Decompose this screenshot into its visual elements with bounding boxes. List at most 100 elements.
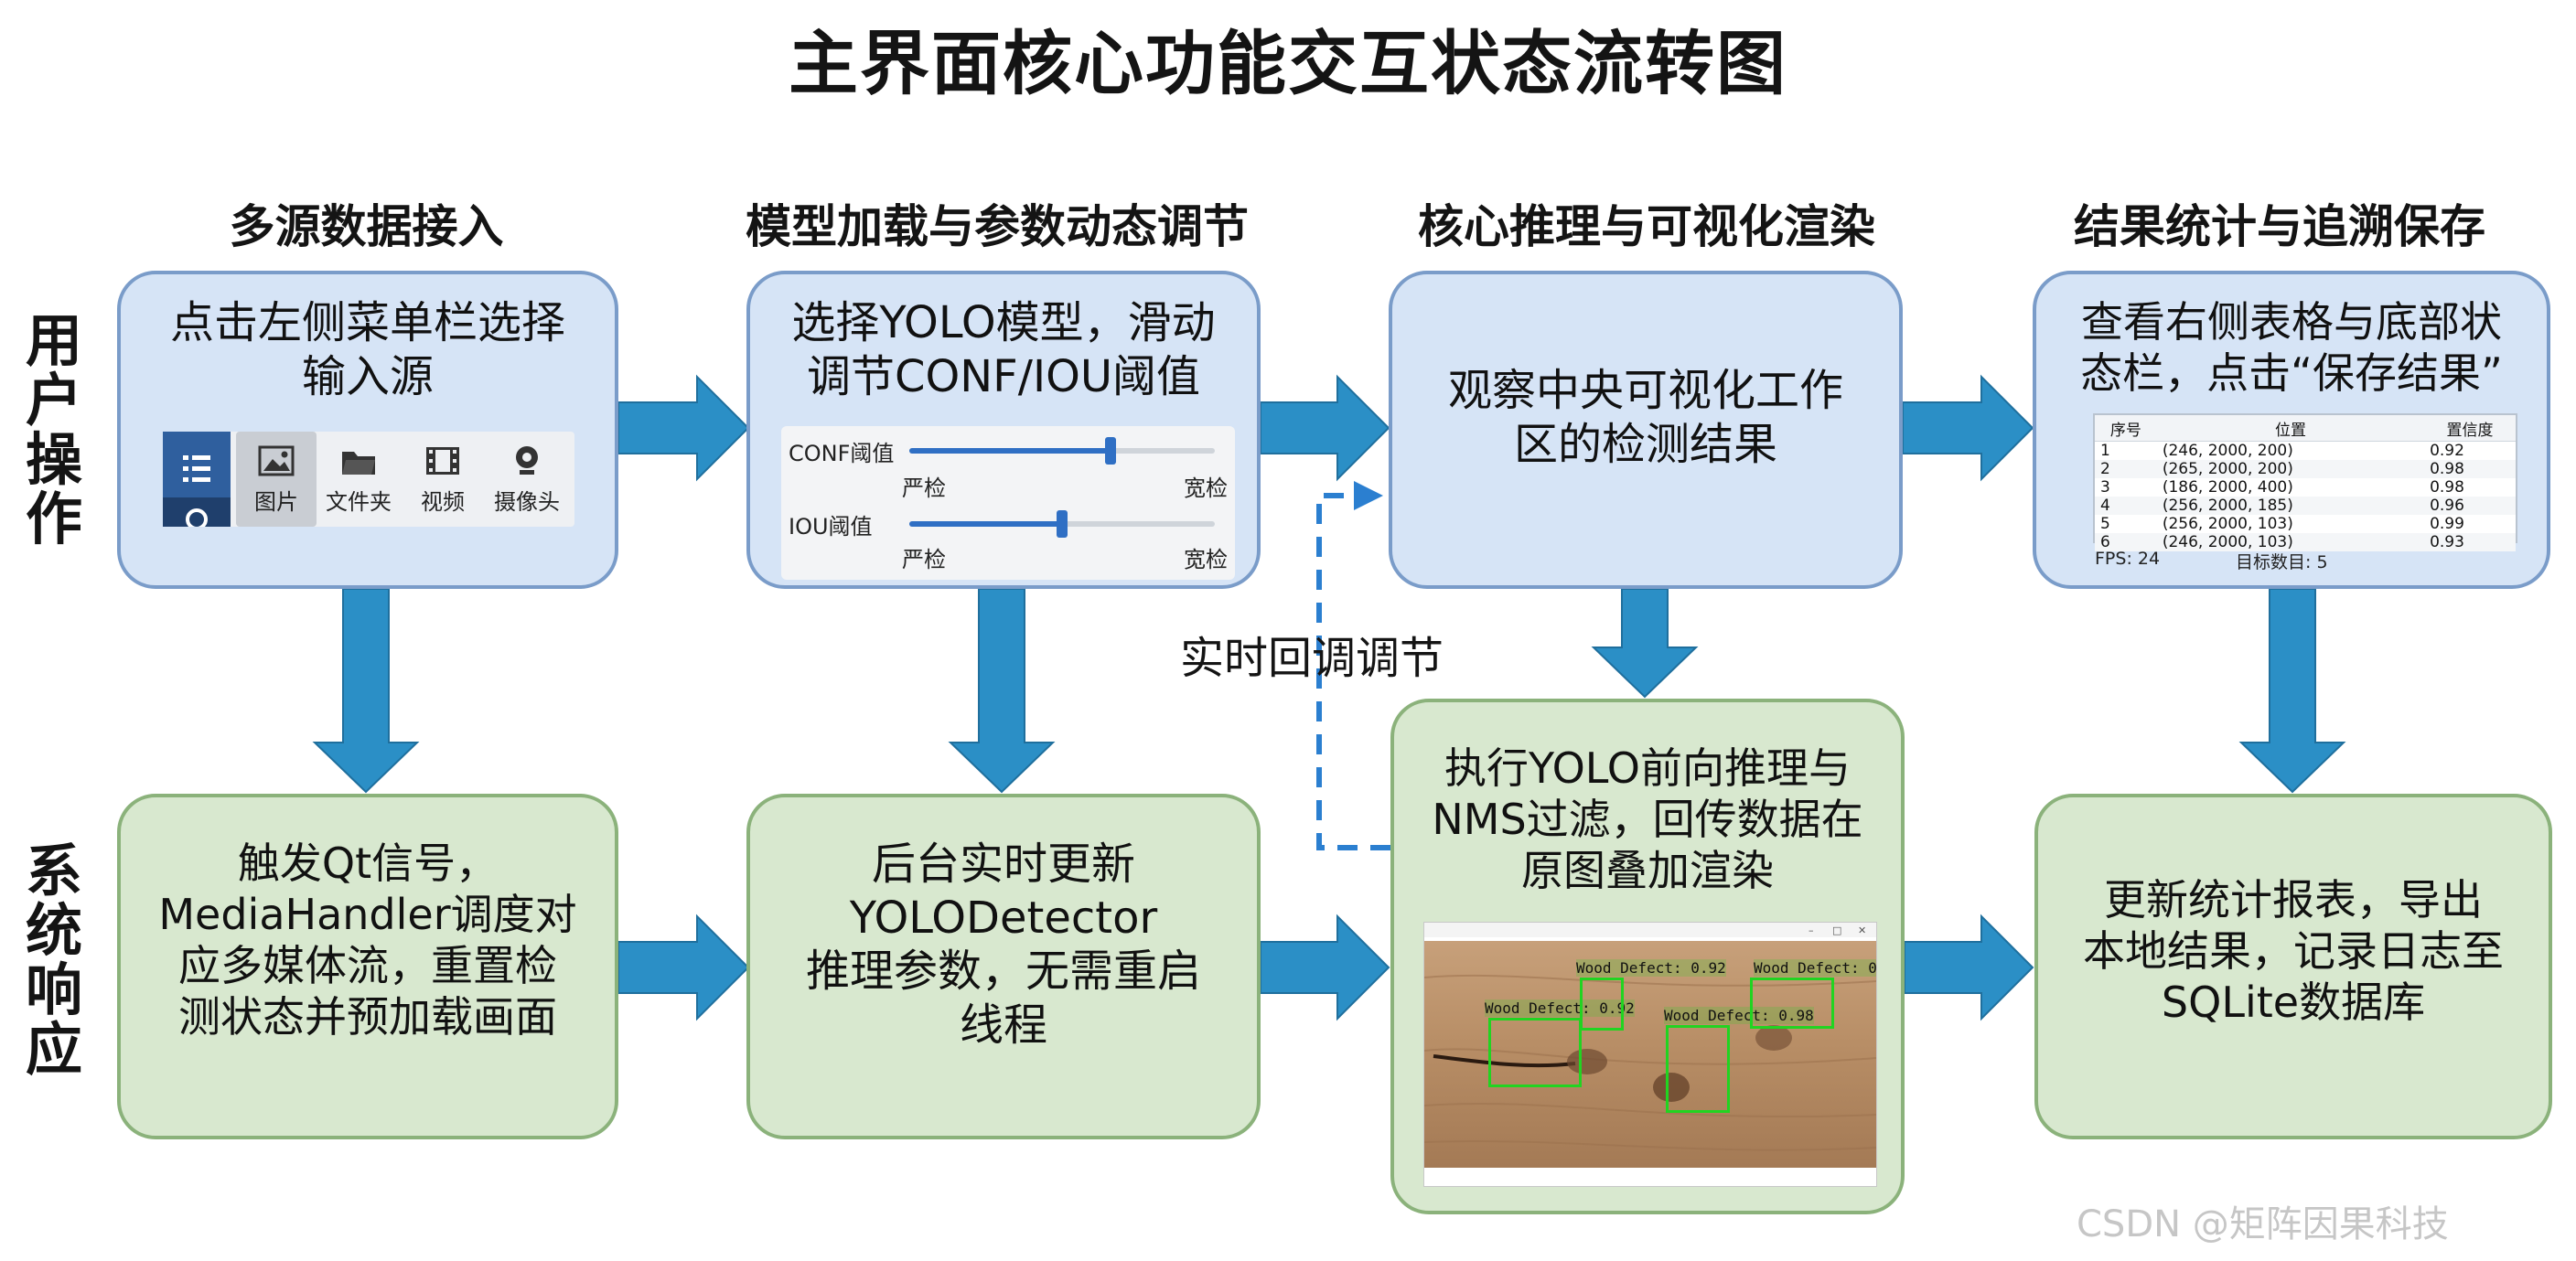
user-box-3: 观察中央可视化工作 区的检测结果 xyxy=(1389,271,1903,589)
table-row[interactable]: 4(256, 2000, 185)0.96 xyxy=(2095,497,2516,515)
defect-bbox-2 xyxy=(1580,978,1624,1031)
results-table: 序号 位置 置信度 1(246, 2000, 200)0.92 2(265, 2… xyxy=(2093,413,2517,551)
system-box-4-text: 更新统计报表，导出 本地结果，记录日志至 SQLite数据库 xyxy=(2038,874,2549,1028)
wood-grain-texture xyxy=(1424,974,1876,1151)
system-box-1: 触发Qt信号， MediaHandler调度对 应多媒体流，重置检 测状态并预加… xyxy=(117,794,618,1139)
table-header-index[interactable]: 序号 xyxy=(2095,415,2157,442)
table-row[interactable]: 2(265, 2000, 200)0.98 xyxy=(2095,460,2516,478)
system-box-3-line-3: 原图叠加渲染 xyxy=(1521,846,1774,896)
column-header-1: 多源数据接入 xyxy=(229,200,504,253)
defect-label-2: Wood Defect: 0.92 xyxy=(1576,959,1726,977)
row-label-system: 系统响应 xyxy=(13,841,95,1079)
arrow-right-system-3 xyxy=(1904,914,2034,1021)
arrow-down-1 xyxy=(312,588,420,794)
arrow-right-user-1 xyxy=(617,374,750,482)
system-box-2: 后台实时更新 YOLODetector 推理参数，无需重启 线程 xyxy=(746,794,1261,1139)
system-box-4-line-2: 本地结果，记录日志至 xyxy=(2083,926,2504,977)
wood-detection-image: Wood Defect: 0.92 Wood Defect: 0.92 Wood… xyxy=(1424,941,1876,1168)
arrow-down-3 xyxy=(1591,588,1699,699)
toolbar-camera-label: 摄像头 xyxy=(494,489,560,515)
toolbar-folder-button[interactable]: 文件夹 xyxy=(318,432,399,527)
cell: (256, 2000, 103) xyxy=(2162,515,2293,533)
user-box-1-line-2: 输入源 xyxy=(301,350,434,402)
system-box-3-line-2: NMS过滤，回传数据在 xyxy=(1432,795,1863,845)
system-box-2-line-1: 后台实时更新 xyxy=(871,839,1135,890)
system-box-2-text: 后台实时更新 YOLODetector 推理参数，无需重启 线程 xyxy=(750,838,1257,1052)
status-fps: FPS: 24 xyxy=(2095,549,2161,569)
table-row[interactable]: 1(246, 2000, 200)0.92 xyxy=(2095,442,2516,460)
feedback-dashed-arrow xyxy=(1316,493,1390,850)
table-header-position[interactable]: 位置 xyxy=(2156,415,2425,442)
window-titlebar: ✕ □ – xyxy=(1424,923,1876,937)
arrow-right-system-2 xyxy=(1260,914,1390,1021)
defect-bbox-4 xyxy=(1750,978,1834,1029)
system-box-1-text: 触发Qt信号， MediaHandler调度对 应多媒体流，重置检 测状态并预加… xyxy=(121,838,615,1042)
conf-slider-handle[interactable] xyxy=(1105,437,1117,465)
cell: 1 xyxy=(2100,442,2110,460)
row-label-user-text: 用户操作 xyxy=(25,307,82,553)
iou-high-label: 宽检 xyxy=(1184,547,1228,572)
system-box-1-line-3: 应多媒体流，重置检 xyxy=(178,941,557,991)
defect-label-1: Wood Defect: 0.92 xyxy=(1485,999,1635,1017)
column-header-4: 结果统计与追溯保存 xyxy=(2074,200,2485,253)
row-label-user: 用户操作 xyxy=(13,311,95,549)
conf-low-label: 严检 xyxy=(902,476,946,501)
iou-slider-label: IOU阈值 xyxy=(789,514,873,540)
feedback-label: 实时回调调节 xyxy=(1180,633,1444,684)
system-box-1-line-2: MediaHandler调度对 xyxy=(158,890,577,940)
folder-icon xyxy=(342,452,375,475)
arrow-right-system-1 xyxy=(617,914,750,1021)
iou-slider-track[interactable] xyxy=(909,510,1215,538)
arrow-right-user-2 xyxy=(1260,374,1390,482)
minimize-icon: – xyxy=(1809,924,1814,936)
defect-label-3: Wood Defect: 0.98 xyxy=(1664,1007,1814,1024)
system-box-2-line-3: 推理参数，无需重启 xyxy=(805,946,1201,998)
column-header-3: 核心推理与可视化渲染 xyxy=(1418,200,1875,253)
cell: 0.96 xyxy=(2424,497,2516,515)
toolbar-video-button[interactable]: 视频 xyxy=(402,432,483,527)
toolbar-camera-button[interactable]: 摄像头 xyxy=(487,432,567,527)
webcam-icon xyxy=(516,446,538,475)
toolbar-image-button[interactable]: 图片 xyxy=(236,432,317,527)
user-box-1-line-1: 点击左侧菜单栏选择 xyxy=(169,297,565,348)
table-row[interactable]: 3(186, 2000, 400)0.98 xyxy=(2095,478,2516,497)
defect-label-4: Wood Defect: 0.9 xyxy=(1754,959,1876,977)
status-target-count: 目标数目: 5 xyxy=(2236,552,2328,572)
table-row[interactable]: 5(256, 2000, 103)0.99 xyxy=(2095,515,2516,533)
user-box-3-text: 观察中央可视化工作 区的检测结果 xyxy=(1392,364,1899,471)
system-box-2-line-4: 线程 xyxy=(959,999,1047,1051)
table-header-confidence[interactable]: 置信度 xyxy=(2424,415,2516,442)
conf-slider-track[interactable] xyxy=(909,437,1215,465)
detection-window: ✕ □ – Wood Defect: 0.92 Wood Defect: 0.9 xyxy=(1423,922,1877,1187)
user-box-1: 点击左侧菜单栏选择 输入源 图片 文件夹 视频 摄像头 xyxy=(117,271,618,589)
cell: 3 xyxy=(2100,478,2110,497)
user-box-4-line-1: 查看右侧表格与底部状 xyxy=(2081,297,2502,347)
iou-slider-fill xyxy=(909,521,1062,527)
system-box-1-line-1: 触发Qt信号， xyxy=(237,839,499,888)
image-icon xyxy=(258,445,295,476)
menu-sidebar-strip[interactable] xyxy=(163,432,231,530)
table-row[interactable]: 6(246, 2000, 103)0.93 xyxy=(2095,533,2516,551)
cell: 0.92 xyxy=(2430,442,2464,460)
system-box-4-line-1: 更新统计报表，导出 xyxy=(2104,875,2483,924)
toolbar-video-label: 视频 xyxy=(421,489,465,515)
cell: 2 xyxy=(2095,460,2157,478)
system-box-4-line-3: SQLite数据库 xyxy=(2161,978,2426,1028)
iou-slider-handle[interactable] xyxy=(1057,510,1068,538)
threshold-sliders: CONF阈值 严检 宽检 IOU阈值 严检 宽检 xyxy=(781,426,1235,580)
conf-slider-fill xyxy=(909,448,1111,454)
user-box-2: 选择YOLO模型，滑动 调节CONF/IOU阈值 CONF阈值 严检 宽检 IO… xyxy=(746,271,1261,589)
close-icon: ✕ xyxy=(1858,924,1866,936)
toolbar-folder-label: 文件夹 xyxy=(326,489,392,515)
user-box-3-line-2: 区的检测结果 xyxy=(1513,418,1777,470)
defect-bbox-1 xyxy=(1488,1018,1582,1087)
user-box-4-line-2: 态栏，点击“保存结果” xyxy=(2080,348,2503,399)
conf-high-label: 宽检 xyxy=(1184,476,1228,501)
cell: 0.98 xyxy=(2430,478,2464,497)
system-box-3-text: 执行YOLO前向推理与 NMS过滤，回传数据在 原图叠加渲染 xyxy=(1394,743,1901,896)
user-box-3-line-1: 观察中央可视化工作 xyxy=(1447,365,1843,416)
maximize-icon: □ xyxy=(1832,924,1841,936)
user-box-1-text: 点击左侧菜单栏选择 输入源 xyxy=(121,296,615,403)
toolbar-image-label: 图片 xyxy=(254,489,298,515)
